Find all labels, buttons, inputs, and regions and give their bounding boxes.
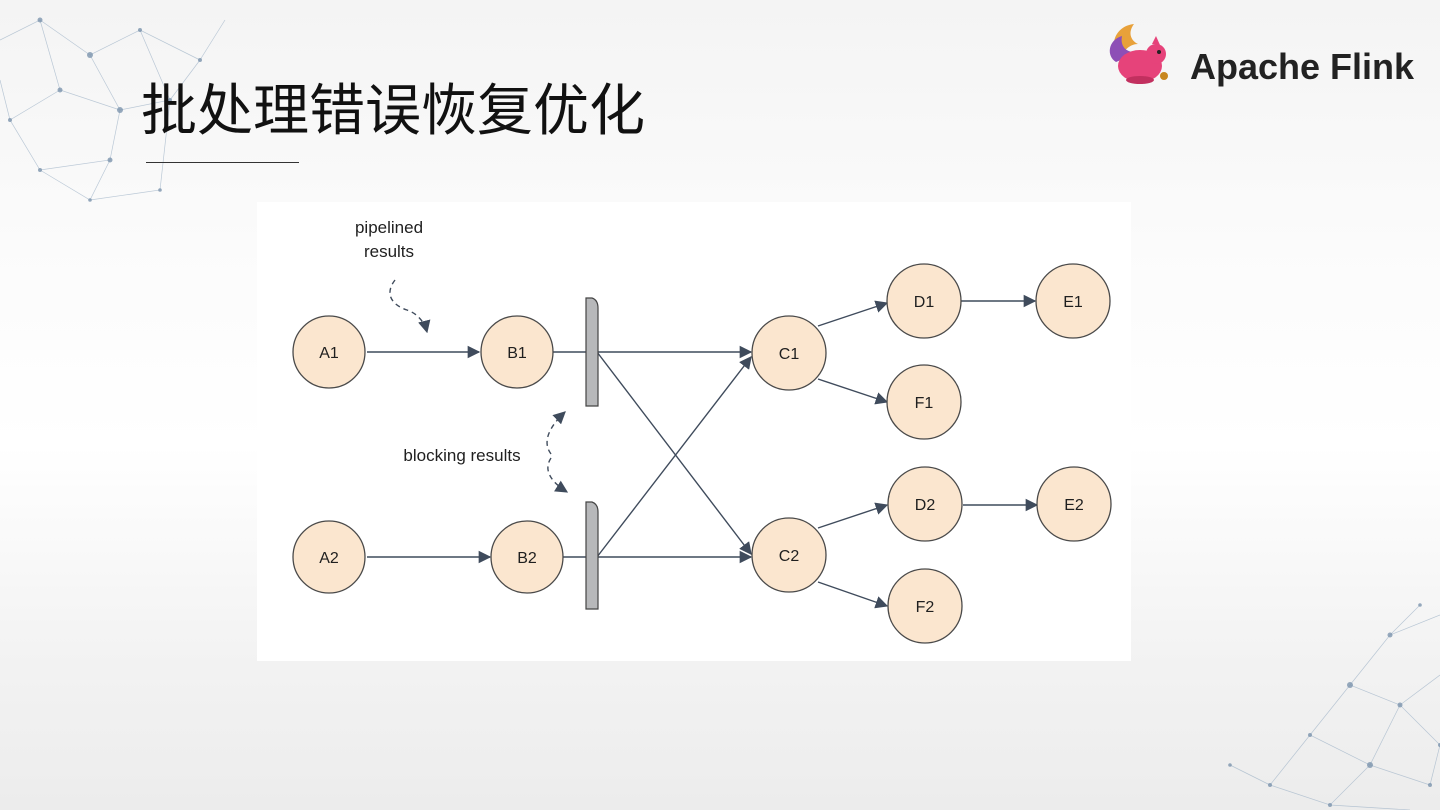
node-label: C2	[779, 548, 800, 565]
edge-c1-f1	[817, 378, 889, 405]
node-f1: F1	[886, 364, 962, 440]
network-pattern-decoration-top-left	[0, 17, 226, 202]
node-label: A1	[319, 345, 339, 362]
node-label: E2	[1064, 497, 1084, 514]
node-a1: A1	[292, 315, 366, 389]
edge-c1-d1	[817, 300, 889, 327]
blocking-barrier-bottom	[585, 501, 599, 610]
blocking-label: blocking results	[403, 446, 520, 465]
node-label: B1	[507, 345, 527, 362]
brand-header: Apache Flink	[1100, 18, 1420, 94]
node-a2: A2	[292, 520, 366, 594]
edge-c2-f2	[817, 581, 889, 609]
pipelined-label-line1: pipelined	[355, 218, 423, 237]
node-label: B2	[517, 550, 537, 567]
blocking-barrier-top	[585, 297, 599, 407]
blocking-annotation-arrow-down	[547, 457, 569, 493]
node-b2: B2	[490, 520, 564, 594]
node-label: D2	[915, 497, 936, 514]
blocking-annotation-arrow-up	[546, 411, 566, 455]
title-underline	[146, 162, 299, 163]
node-f2: F2	[887, 568, 963, 644]
flink-squirrel-logo-icon	[1109, 24, 1168, 84]
node-label: D1	[914, 294, 935, 311]
edge-b2-c1	[596, 356, 752, 558]
node-e2: E2	[1036, 466, 1112, 542]
node-d1: D1	[886, 263, 962, 339]
edge-b1-c2	[596, 351, 752, 556]
node-label: E1	[1063, 294, 1083, 311]
node-label: A2	[319, 550, 339, 567]
node-b1: B1	[480, 315, 554, 389]
network-pattern-decoration-bottom-right	[1228, 603, 1440, 810]
edge-c2-d2	[817, 502, 889, 529]
node-c1: C1	[751, 315, 827, 391]
slide-title: 批处理错误恢复优化	[141, 79, 645, 144]
pipelined-annotation-arrow	[389, 279, 431, 334]
node-d2: D2	[887, 466, 963, 542]
node-e1: E1	[1035, 263, 1111, 339]
node-label: F1	[915, 395, 934, 412]
dataflow-diagram: pipelined results blocking results A1 B1…	[292, 218, 1112, 644]
node-label: F2	[916, 599, 935, 616]
diagram-canvas: pipelined results blocking results A1 B1…	[257, 202, 1131, 661]
pipelined-label-line2: results	[364, 242, 414, 261]
node-label: C1	[779, 346, 800, 363]
brand-name: Apache Flink	[1190, 46, 1415, 87]
node-c2: C2	[751, 517, 827, 593]
